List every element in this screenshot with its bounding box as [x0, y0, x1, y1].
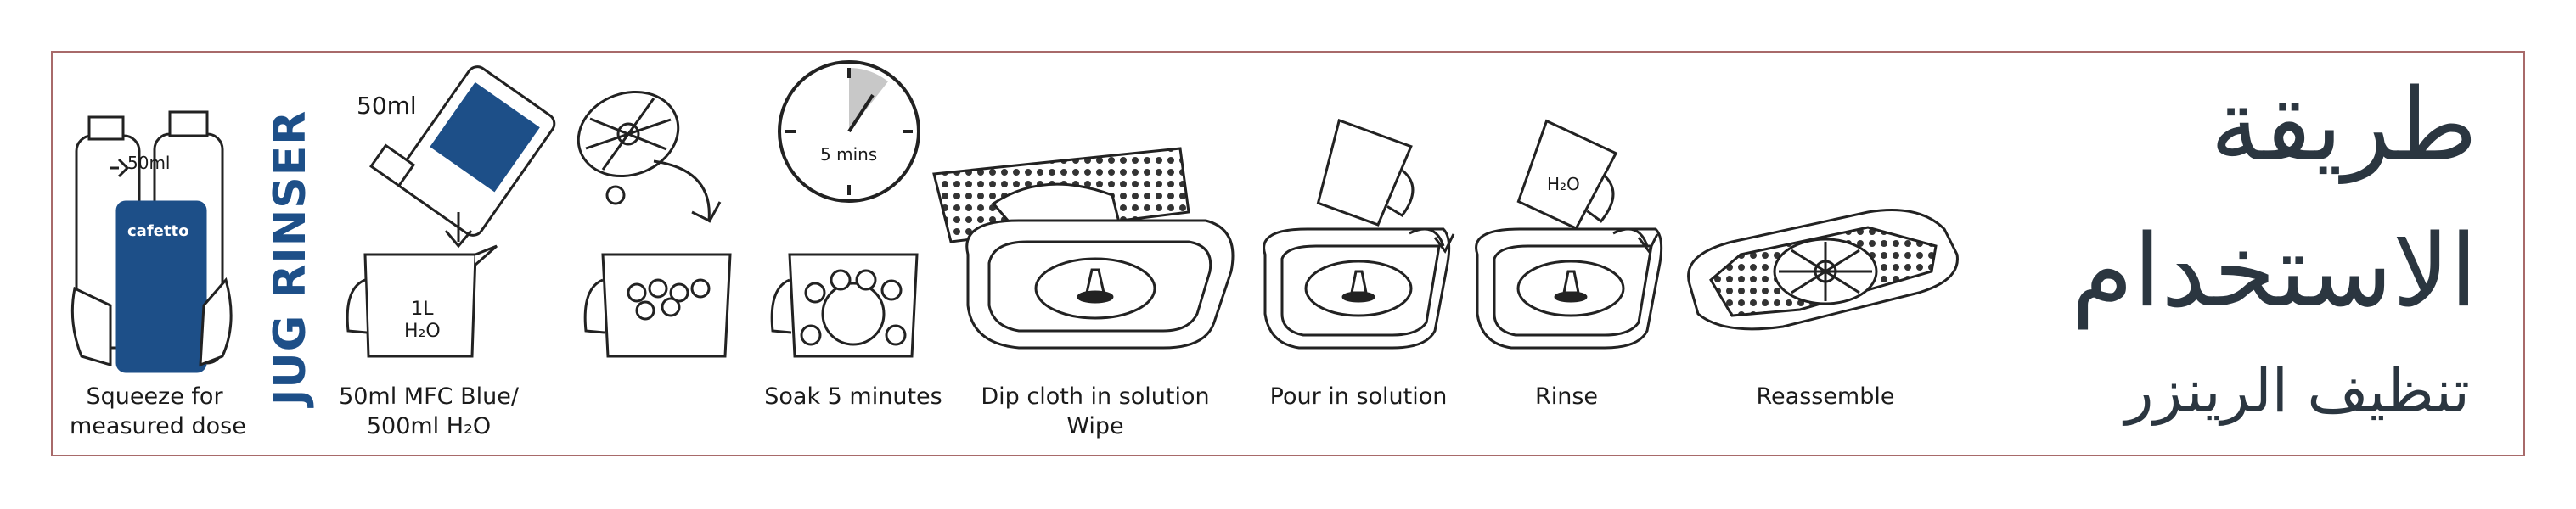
step-rinse-caption: Rinse — [1534, 383, 1599, 410]
jug-volume-label: 1L H₂O — [404, 299, 441, 343]
pour-dose-icon — [346, 65, 556, 358]
step-wipe-line1: Dip cloth in solution — [981, 383, 1210, 410]
measure-label: 50ml — [357, 92, 417, 120]
jug-volume-line2: H₂O — [404, 321, 441, 342]
arabic-title-line2: الاستخدام — [2071, 212, 2478, 329]
pour-solution-icon — [1263, 118, 1455, 350]
reassemble-tray-icon — [1687, 209, 1959, 331]
arabic-subtitle: تنظيف الرينزر — [2124, 356, 2470, 426]
rinse-icon — [1475, 119, 1663, 350]
soaking-jug-icon — [770, 253, 919, 358]
product-title: JUG RINSER — [265, 109, 316, 406]
timer-label: 5 mins — [820, 144, 878, 165]
step-mix-line1: 50ml MFC Blue/ — [339, 383, 519, 410]
step-mix-caption: 50ml MFC Blue/ 500ml H₂O — [335, 382, 522, 441]
step-wipe-caption: Dip cloth in solution Wipe — [976, 382, 1214, 441]
step-reassemble-caption: Reassemble — [1756, 383, 1895, 410]
insert-into-jug-icon — [577, 90, 732, 358]
wipe-tray-icon — [932, 147, 1235, 350]
step-squeeze-caption: Squeeze for measured dose — [70, 382, 246, 441]
step-squeeze-line1: Squeeze for — [86, 383, 223, 410]
bottle-hands-icon — [70, 110, 233, 373]
arabic-title-line1: طريقة — [2210, 66, 2478, 183]
step-pour-caption: Pour in solution — [1269, 383, 1448, 410]
dose-label: 50ml — [127, 153, 171, 173]
rinse-jug-label: H₂O — [1547, 174, 1580, 194]
step-soak-caption: Soak 5 minutes — [764, 383, 942, 410]
bottle-brand-label: cafetto — [127, 222, 189, 240]
panel-border — [51, 51, 2525, 456]
step-mix-line2: 500ml H₂O — [366, 413, 492, 439]
step-wipe-line2: Wipe — [1066, 413, 1124, 439]
jug-volume-line1: 1L — [411, 299, 434, 320]
timer-icon — [778, 60, 920, 203]
step-squeeze-line2: measured dose — [70, 413, 246, 439]
